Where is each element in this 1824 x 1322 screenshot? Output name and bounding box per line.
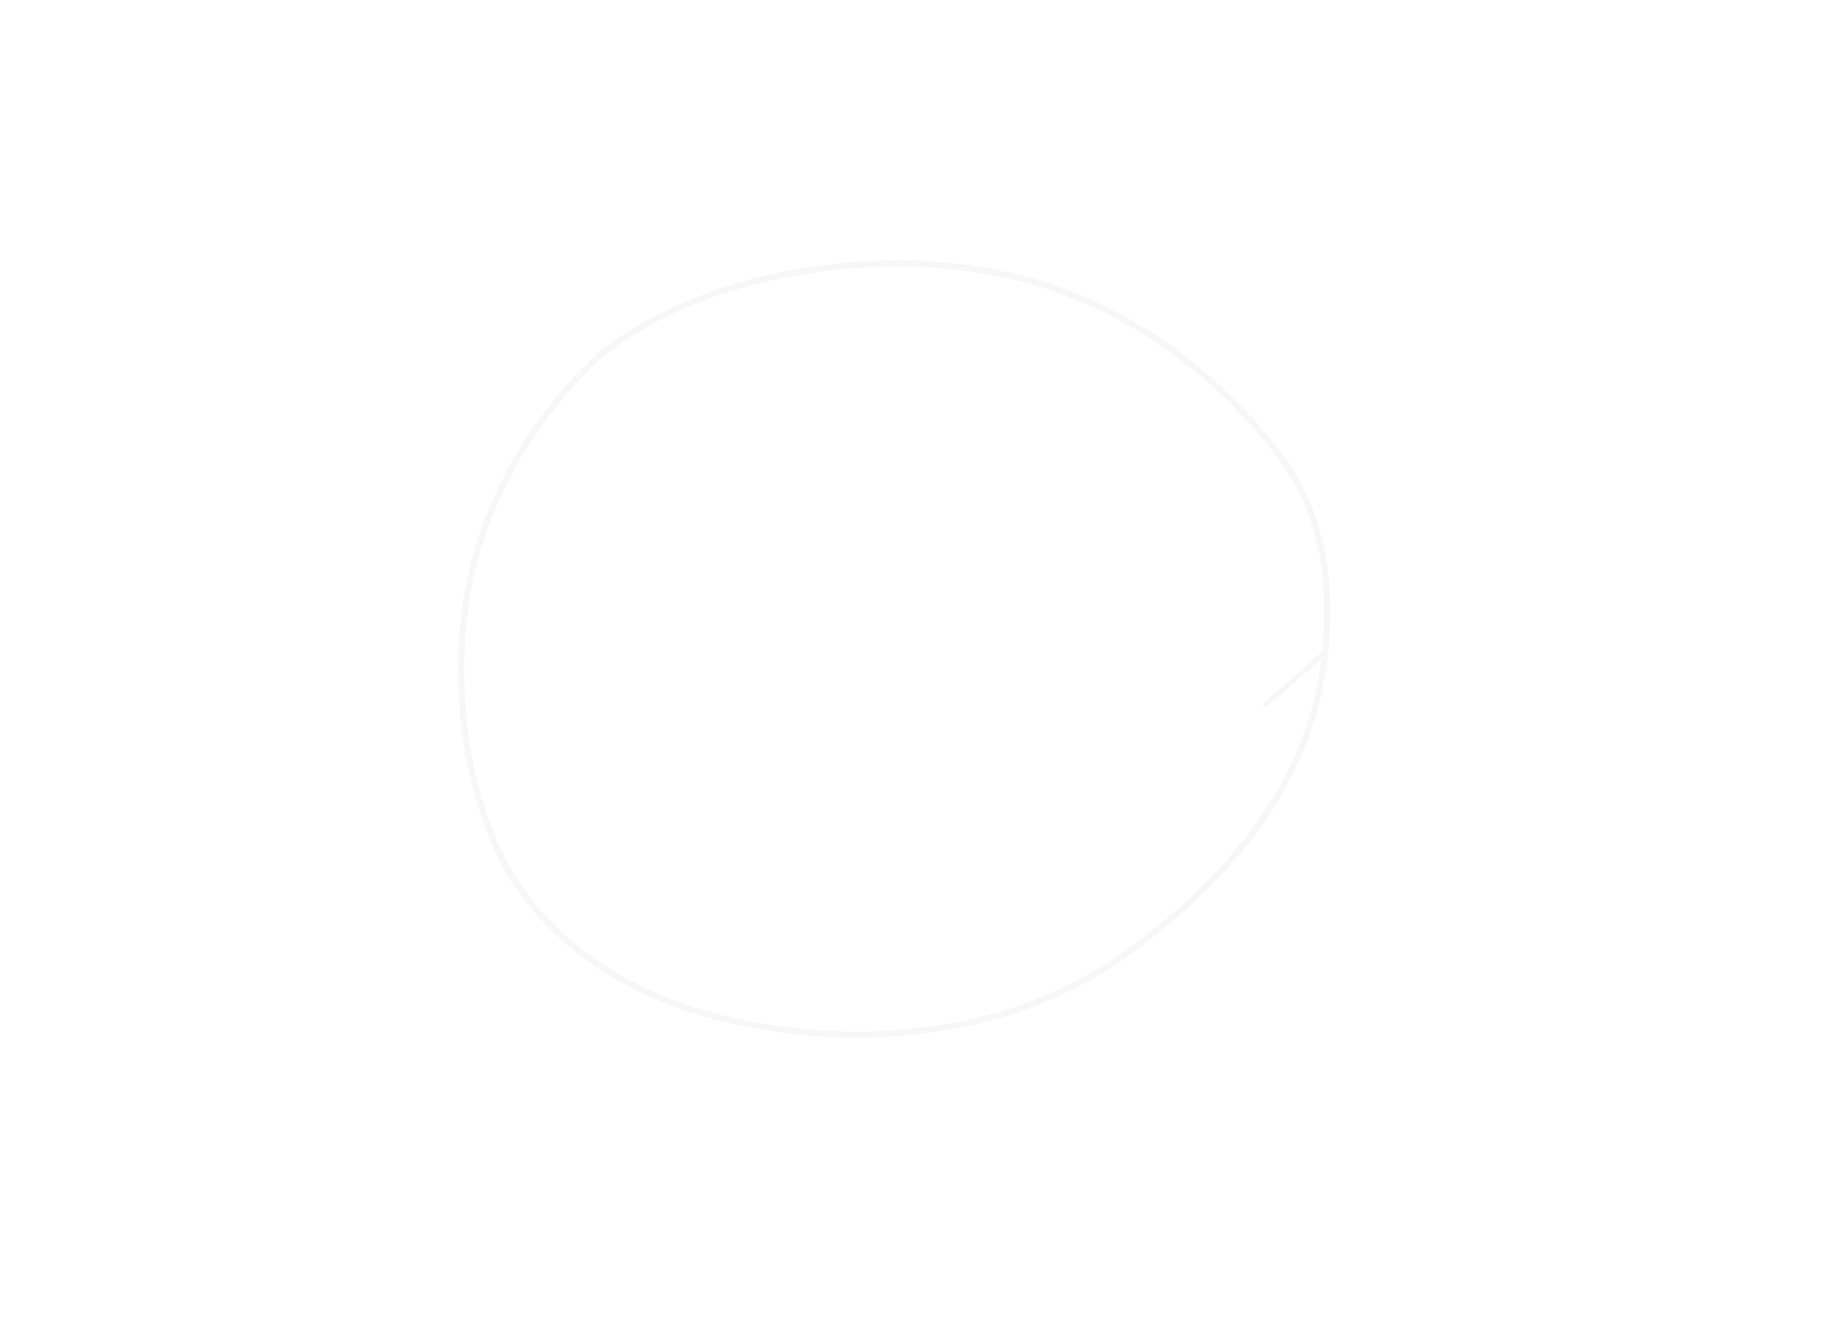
tick-stroke xyxy=(1262,652,1325,708)
circle-outline xyxy=(458,260,1331,1038)
